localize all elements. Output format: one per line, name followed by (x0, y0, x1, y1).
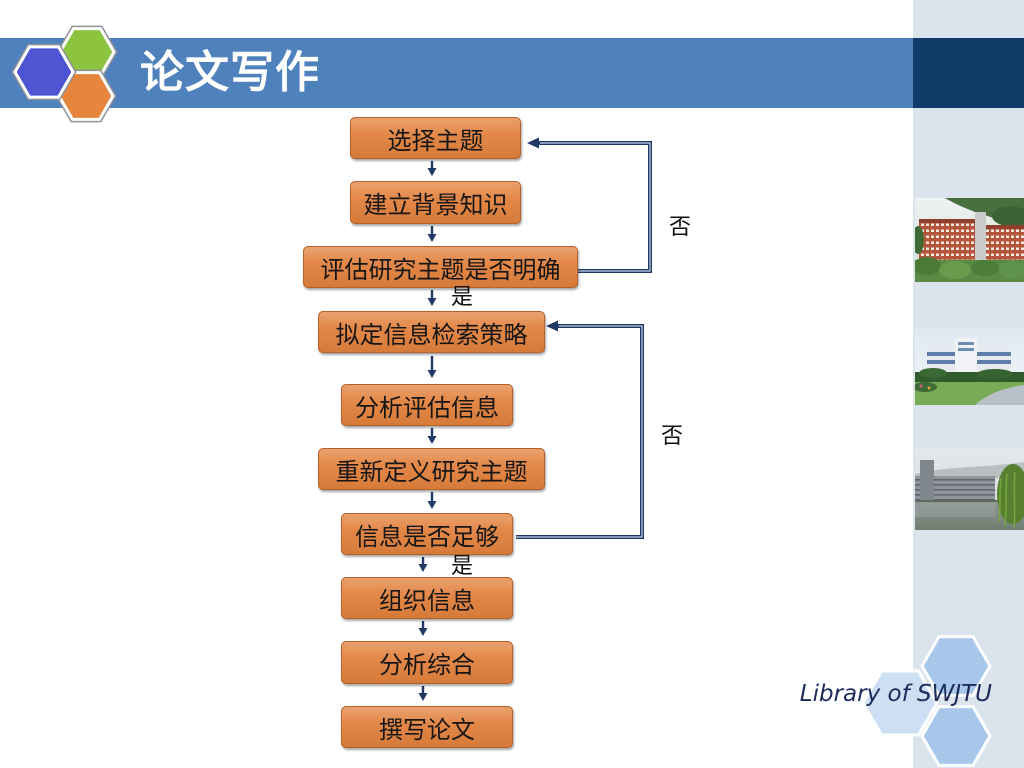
hexagon-decoration (861, 635, 992, 767)
flow-arrow (427, 428, 437, 444)
step-build-background-knowledge: 建立背景知识 (350, 181, 521, 224)
campus-photo-lakeside-building-image (915, 448, 1024, 530)
photo-hills (915, 462, 1024, 478)
decor-hexagon-bottom (920, 705, 992, 767)
step-select-topic: 选择主题 (350, 117, 521, 159)
header-band-accent (913, 38, 1024, 108)
step-write-paper: 撰写论文 (341, 706, 513, 748)
photo-hillside (945, 198, 1024, 232)
decor-hexagon-top (920, 635, 992, 697)
branch-label-no: 否 (669, 215, 692, 240)
photo-hedges (915, 368, 1024, 382)
branch-label-yes: 是 (451, 285, 474, 310)
decision-topic-clear: 评估研究主题是否明确 (303, 246, 578, 288)
step-analyze-synthesize: 分析综合 (341, 641, 513, 684)
campus-photo-modern-building (915, 328, 1024, 405)
branch-label-yes: 是 (451, 554, 474, 579)
photo-building (915, 460, 995, 502)
campus-photo-red-building-image (915, 198, 1024, 282)
flow-arrow (427, 290, 437, 306)
step-organize-info: 组织信息 (341, 577, 513, 619)
campus-photo-lakeside-building (915, 448, 1024, 530)
photo-building (919, 212, 1024, 264)
flow-arrow (418, 557, 428, 572)
flow-arrow (418, 621, 428, 636)
hexagon-logo-icon (11, 25, 118, 123)
photo-trees (915, 226, 1024, 282)
logo-hexagon-blue (11, 43, 77, 101)
header-band (0, 38, 913, 108)
flow-arrow (427, 226, 437, 242)
flow-arrow (427, 356, 437, 378)
decor-hexagon-left (861, 669, 939, 737)
photo-building (927, 338, 1011, 372)
step-draft-search-strategy: 拟定信息检索策略 (318, 311, 545, 353)
campus-photo-modern-building-image (915, 328, 1024, 405)
decision-info-sufficient: 信息是否足够 (341, 513, 513, 555)
step-analyze-evaluate-info: 分析评估信息 (341, 384, 513, 426)
library-name: Library of SWJTU (799, 681, 992, 707)
branch-label-no: 否 (661, 424, 684, 449)
photo-lawn (915, 382, 1024, 405)
flow-arrow (418, 686, 428, 701)
campus-photo-red-building (915, 198, 1024, 282)
photo-willow-tree (997, 464, 1024, 529)
page-title: 论文写作 (140, 47, 320, 98)
flow-arrow (427, 161, 437, 176)
step-redefine-topic: 重新定义研究主题 (318, 448, 545, 490)
flow-arrow (427, 492, 437, 509)
